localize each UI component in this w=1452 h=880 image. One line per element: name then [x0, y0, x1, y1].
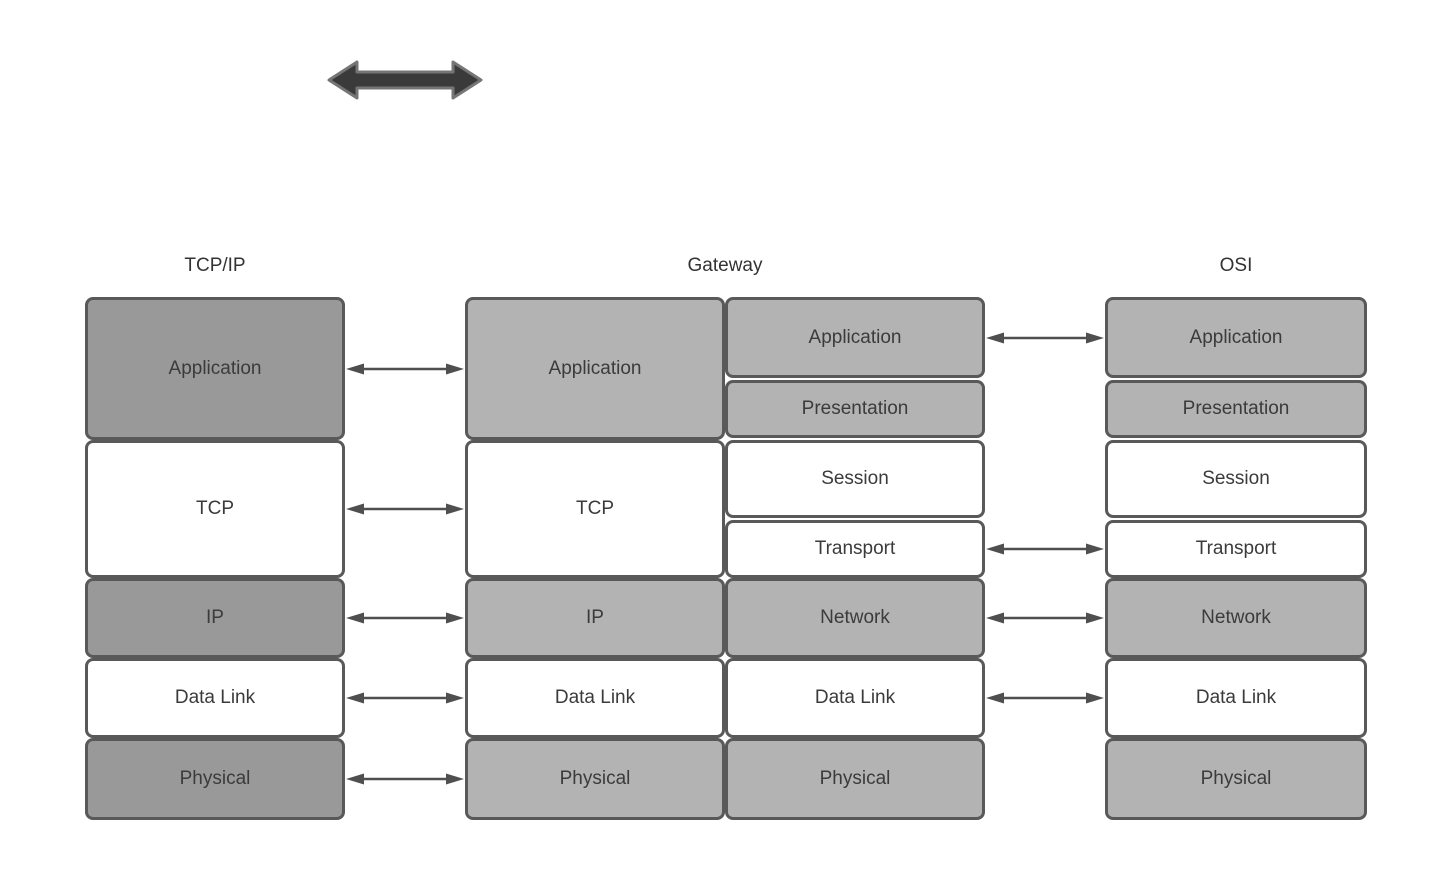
layer-box-gateway-left-tcp: TCP	[465, 440, 725, 578]
bidirectional-arrow-icon-gateway-osi-data-link	[986, 692, 1104, 704]
layer-box-gateway-right-session: Session	[725, 440, 985, 518]
bidirectional-arrow-icon-tcpip-gateway-tcp	[346, 503, 464, 515]
layer-box-osi-physical: Physical	[1105, 738, 1367, 820]
layer-box-gateway-right-presentation: Presentation	[725, 380, 985, 438]
bidirectional-arrow-icon-gateway-osi-application	[986, 332, 1104, 344]
layer-box-gateway-right-physical: Physical	[725, 738, 985, 820]
layer-box-osi-application: Application	[1105, 297, 1367, 378]
bidirectional-arrow-icon-tcpip-gateway-data-link	[346, 692, 464, 704]
column-title-tcpip: TCP/IP	[184, 255, 246, 276]
column-title-gateway: Gateway	[687, 255, 763, 276]
layer-box-tcpip-data-link: Data Link	[85, 658, 345, 738]
layer-box-gateway-left-application: Application	[465, 297, 725, 440]
layer-box-tcpip-application: Application	[85, 297, 345, 440]
bidirectional-arrow-icon-tcpip-gateway-ip	[346, 612, 464, 624]
bidirectional-arrow-icon-gateway-osi-transport	[986, 543, 1104, 555]
layer-box-gateway-left-data-link: Data Link	[465, 658, 725, 738]
bidirectional-arrow-icon-gateway-osi-network	[986, 612, 1104, 624]
layer-box-gateway-right-transport: Transport	[725, 520, 985, 578]
layer-box-osi-presentation: Presentation	[1105, 380, 1367, 438]
layer-box-osi-session: Session	[1105, 440, 1367, 518]
layer-box-tcpip-physical: Physical	[85, 738, 345, 820]
layer-box-gateway-left-physical: Physical	[465, 738, 725, 820]
layer-box-osi-data-link: Data Link	[1105, 658, 1367, 738]
bidirectional-arrow-icon-tcpip-gateway-physical	[346, 773, 464, 785]
layer-box-gateway-left-ip: IP	[465, 578, 725, 658]
layer-box-tcpip-ip: IP	[85, 578, 345, 658]
column-title-osi: OSI	[1219, 255, 1253, 276]
layer-box-osi-transport: Transport	[1105, 520, 1367, 578]
bidirectional-arrow-icon-tcpip-gateway-application	[346, 363, 464, 375]
layer-box-tcpip-tcp: TCP	[85, 440, 345, 578]
layer-box-gateway-right-network: Network	[725, 578, 985, 658]
layer-box-gateway-right-application: Application	[725, 297, 985, 378]
layer-box-osi-network: Network	[1105, 578, 1367, 658]
double-headed-arrow-icon	[327, 60, 483, 100]
layer-box-gateway-right-data-link: Data Link	[725, 658, 985, 738]
